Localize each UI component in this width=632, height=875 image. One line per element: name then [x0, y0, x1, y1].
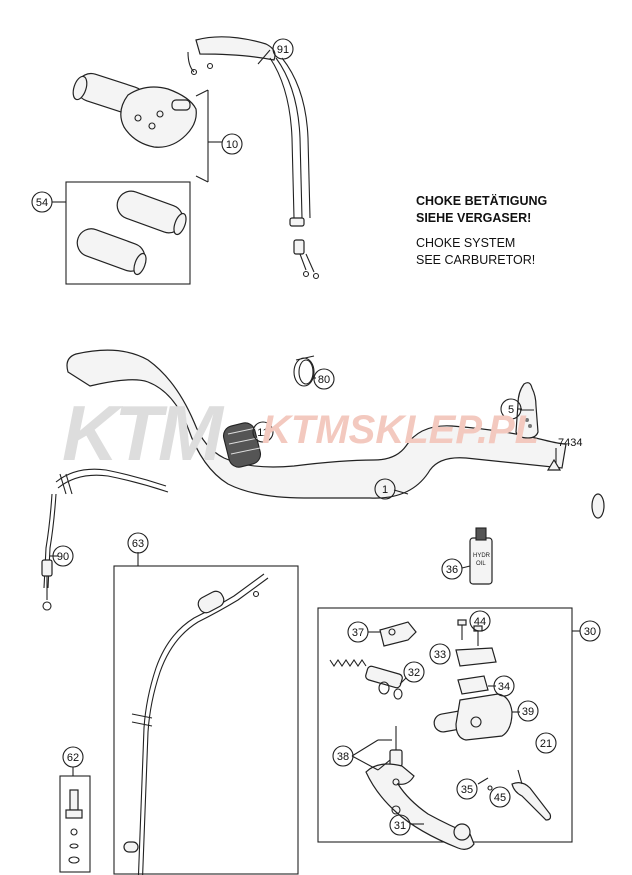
callout-1: 1 [382, 484, 388, 496]
choke-note-line-2: SIEHE VERGASER! [416, 211, 532, 225]
adjuster-screw-box [59, 775, 91, 873]
callout-35: 35 [461, 784, 473, 796]
choke-note-line-1: CHOKE BETÄTIGUNG [416, 194, 548, 208]
svg-text:HYDR: HYDR [473, 553, 491, 559]
callout-91: 91 [277, 44, 289, 56]
callouts: 91 10 54 80 5 11 7434 1 90 63 36 30 [31, 38, 601, 836]
callout-45: 45 [494, 792, 506, 804]
svg-text:OIL: OIL [476, 561, 486, 567]
callout-39: 39 [522, 706, 534, 718]
callout-5: 5 [508, 404, 514, 416]
choke-cable [41, 468, 169, 611]
callout-63: 63 [132, 538, 144, 550]
brake-master-cylinder-box [317, 607, 573, 850]
callout-21: 21 [540, 738, 552, 750]
throttle-cables [187, 36, 320, 280]
hose-clamp [293, 355, 315, 387]
callout-30: 30 [584, 626, 596, 638]
callout-62: 62 [67, 752, 79, 764]
hydraulic-oil-bottle: HYDR OIL [469, 527, 493, 585]
callout-44: 44 [474, 616, 486, 628]
callout-80: 80 [318, 374, 330, 386]
callout-90: 90 [57, 551, 69, 563]
callout-32: 32 [408, 667, 420, 679]
choke-note-line-4: SEE CARBURETOR! [416, 253, 536, 267]
callout-38: 38 [337, 751, 349, 763]
callout-36: 36 [446, 564, 458, 576]
callout-31: 31 [394, 820, 406, 832]
thread-locker-bottle [515, 382, 539, 439]
callout-54: 54 [36, 197, 48, 209]
callout-11: 11 [257, 427, 268, 439]
callout-34: 34 [498, 681, 510, 693]
callout-10: 10 [226, 139, 238, 151]
grips-set [65, 181, 191, 285]
callout-37: 37 [352, 627, 364, 639]
reference-code: 7434 [558, 437, 582, 449]
rubber-boot [222, 422, 262, 468]
throttle-grip-assembly [72, 72, 209, 183]
reference-marker [546, 448, 562, 471]
handlebar [66, 349, 605, 519]
callout-33: 33 [434, 649, 446, 661]
choke-note-line-3: CHOKE SYSTEM [416, 236, 516, 250]
clutch-cable-box [113, 565, 299, 875]
